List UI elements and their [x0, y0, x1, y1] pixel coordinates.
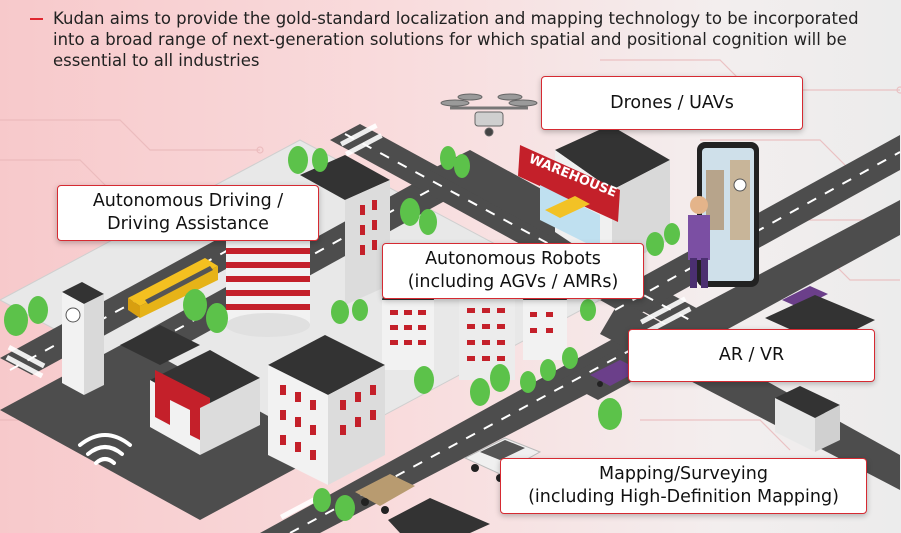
- wifi-icon: [78, 433, 132, 465]
- callout-mapping-line1: Mapping/Surveying: [599, 464, 768, 484]
- callout-autonomous-robots-line2: (including AGVs / AMRs): [407, 272, 619, 292]
- callout-ar-vr-label: AR / VR: [718, 345, 785, 365]
- callout-autonomous-robots-line1: Autonomous Robots: [425, 249, 601, 269]
- clock-tower: [62, 282, 104, 395]
- headline: Kudan aims to provide the gold-standard …: [30, 8, 890, 71]
- person-figure: [688, 196, 710, 288]
- callout-autonomous-driving-line1: Autonomous Driving /: [92, 191, 284, 211]
- callout-autonomous-robots: Autonomous Robots (including AGVs / AMRs…: [382, 243, 644, 299]
- robot-buildings: [382, 286, 567, 380]
- callout-drones-uavs: Drones / UAVs: [541, 76, 803, 130]
- striped-tower: [226, 226, 310, 337]
- callout-autonomous-driving-line2: Driving Assistance: [107, 214, 269, 234]
- office-building-bottom: [268, 335, 385, 485]
- callout-autonomous-driving: Autonomous Driving / Driving Assistance: [57, 185, 319, 241]
- callout-drones-label: Drones / UAVs: [610, 92, 734, 113]
- callout-mapping-line2: (including High-Definition Mapping): [528, 487, 839, 507]
- smartphone-icon: [697, 142, 759, 287]
- trees: [4, 146, 680, 521]
- car-icons: [355, 196, 828, 514]
- bus-icon: [128, 258, 218, 318]
- callout-mapping-surveying: Mapping/Surveying (including High-Defini…: [500, 458, 867, 514]
- headline-dash: [30, 18, 43, 20]
- headline-text: Kudan aims to provide the gold-standard …: [53, 9, 859, 70]
- callout-ar-vr: AR / VR: [628, 329, 875, 382]
- red-gate-building: [120, 325, 260, 455]
- drone-icon: [440, 93, 538, 137]
